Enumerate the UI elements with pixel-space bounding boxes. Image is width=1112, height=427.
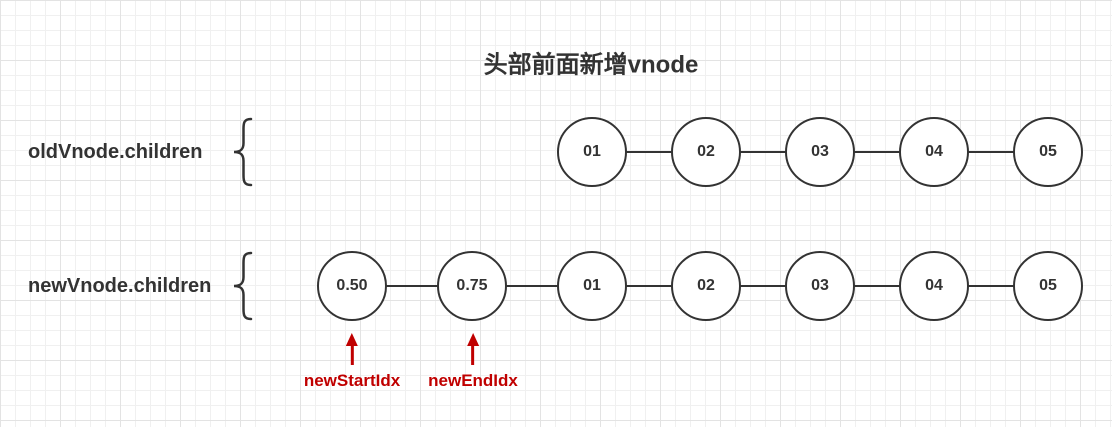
- arrow-head: [466, 333, 479, 346]
- curly-brace-icon: [230, 251, 255, 321]
- arrow-stem: [471, 346, 475, 365]
- arrow-head: [345, 333, 358, 346]
- curly-brace-icon: [230, 117, 255, 187]
- arrow-stem: [350, 346, 354, 365]
- row-label-old-children: oldVnode.children: [28, 141, 203, 163]
- arrow-up-icon: [466, 333, 479, 365]
- node-circle: 0.50: [317, 251, 387, 321]
- node-circle: 01: [557, 117, 627, 187]
- node-circle: 05: [1013, 117, 1083, 187]
- node-circle: 02: [671, 251, 741, 321]
- node-circle: 05: [1013, 251, 1083, 321]
- row-label-new-children: newVnode.children: [28, 275, 212, 297]
- pointer-label: newStartIdx: [303, 371, 401, 390]
- node-circle: 01: [557, 251, 627, 321]
- pointer-new-end-idx: newEndIdx: [428, 333, 518, 391]
- pointer-new-start-idx: newStartIdx: [304, 333, 400, 391]
- node-circle: 04: [899, 251, 969, 321]
- diagram-title: 头部前面新增vnode: [483, 51, 699, 79]
- node-circle: 03: [785, 117, 855, 187]
- node-circle: 03: [785, 251, 855, 321]
- node-circle: 02: [671, 117, 741, 187]
- pointer-label: newEndIdx: [428, 371, 518, 390]
- node-circle: 04: [899, 117, 969, 187]
- node-circle: 0.75: [437, 251, 507, 321]
- arrow-up-icon: [345, 333, 358, 365]
